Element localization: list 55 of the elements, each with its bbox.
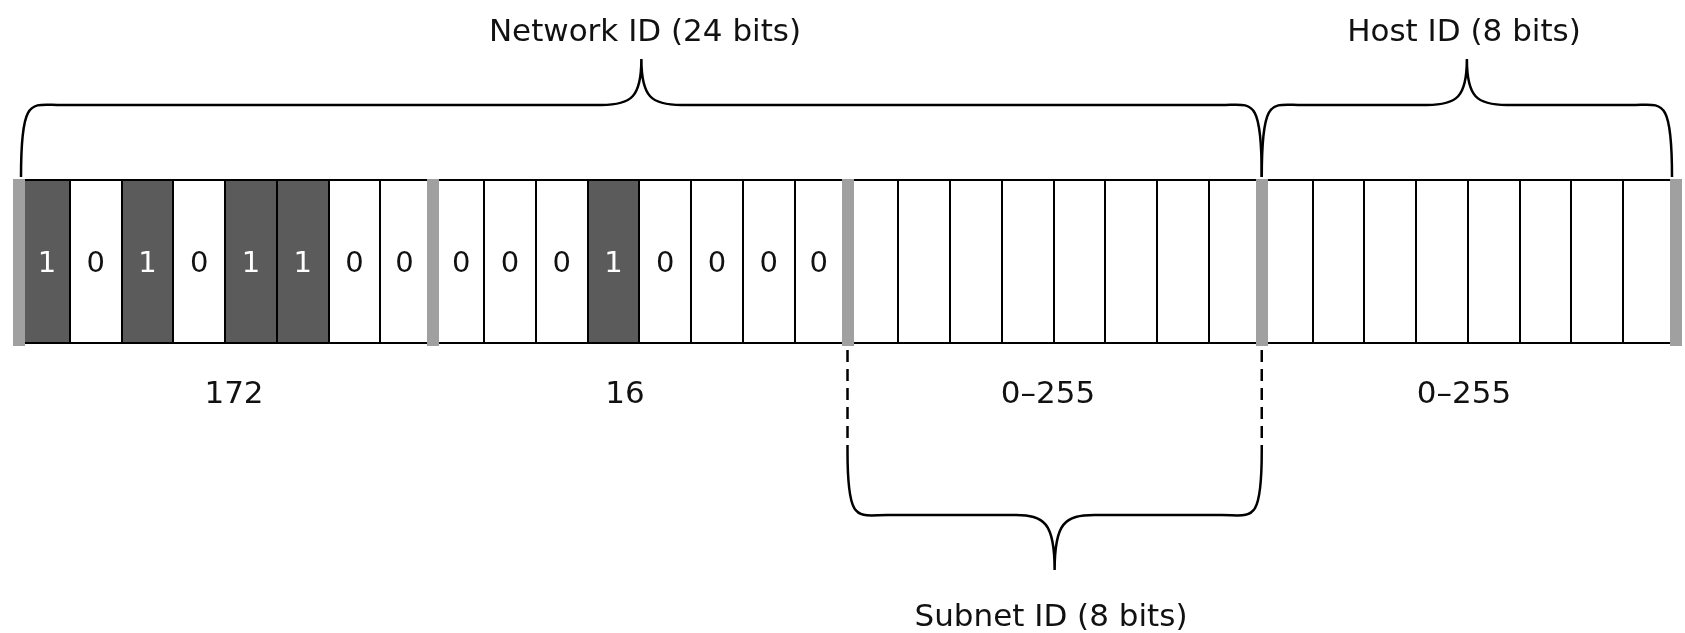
bit-cell: [329, 179, 382, 344]
bit-cell: [381, 179, 428, 344]
bit-cell: [1572, 179, 1625, 344]
bit-cell: [122, 179, 175, 344]
bit-cell: [795, 179, 842, 344]
bit-value: 1: [241, 244, 261, 279]
bit-value: 0: [86, 244, 105, 279]
bit-cell: [485, 179, 537, 344]
bit-value: 1: [138, 244, 157, 279]
bit-cell: [1209, 179, 1256, 344]
bit-value: 0: [190, 244, 209, 279]
bit-cell: [951, 179, 1003, 344]
bit-value: 0: [345, 244, 364, 279]
bit-cell: [692, 179, 744, 344]
bit-value: 1: [293, 244, 312, 279]
bit-cell: [853, 179, 900, 344]
bit-cell: [640, 179, 693, 344]
bit-cell: [588, 179, 641, 344]
bit-cell: [1520, 179, 1573, 344]
octet-range: 0–255: [1000, 374, 1096, 410]
bit-value: 0: [552, 244, 571, 279]
field-label: Subnet ID (8 bits): [914, 597, 1188, 633]
octet-value: 16: [605, 374, 645, 410]
field-label: Network ID (24 bits): [488, 12, 802, 48]
octet-value: 172: [204, 374, 264, 410]
bit-value: 1: [37, 244, 57, 279]
bit-cell: [70, 179, 123, 344]
bit-cell: [25, 179, 71, 344]
bit-value: 1: [604, 244, 623, 279]
bit-cell: [1106, 179, 1159, 344]
bit-value: 0: [707, 244, 727, 279]
octet-range: 0–255: [1416, 374, 1512, 410]
bit-cell: [536, 179, 589, 344]
bit-cell: [439, 179, 486, 344]
bit-cell: [174, 179, 227, 344]
bit-cell: [226, 179, 278, 344]
bit-cell: [1313, 179, 1366, 344]
bit-cell: [1468, 179, 1521, 344]
bit-cell: [1624, 179, 1670, 344]
bit-value: 0: [451, 244, 471, 279]
bit-value: 0: [500, 244, 520, 279]
bit-value: 0: [809, 244, 828, 279]
bit-cell: [1158, 179, 1210, 344]
bit-cell: [1417, 179, 1469, 344]
bit-cell: [1002, 179, 1055, 344]
bit-cell: [1054, 179, 1107, 344]
bit-value: 0: [656, 244, 675, 279]
bit-cell: [1267, 179, 1314, 344]
bit-cell: [743, 179, 796, 344]
bit-cell: [277, 179, 330, 344]
bit-cell: [1365, 179, 1418, 344]
bit-value: 0: [395, 244, 414, 279]
bit-cell: [899, 179, 952, 344]
bit-value: 0: [759, 244, 779, 279]
field-label: Host ID (8 bits): [1347, 12, 1581, 48]
